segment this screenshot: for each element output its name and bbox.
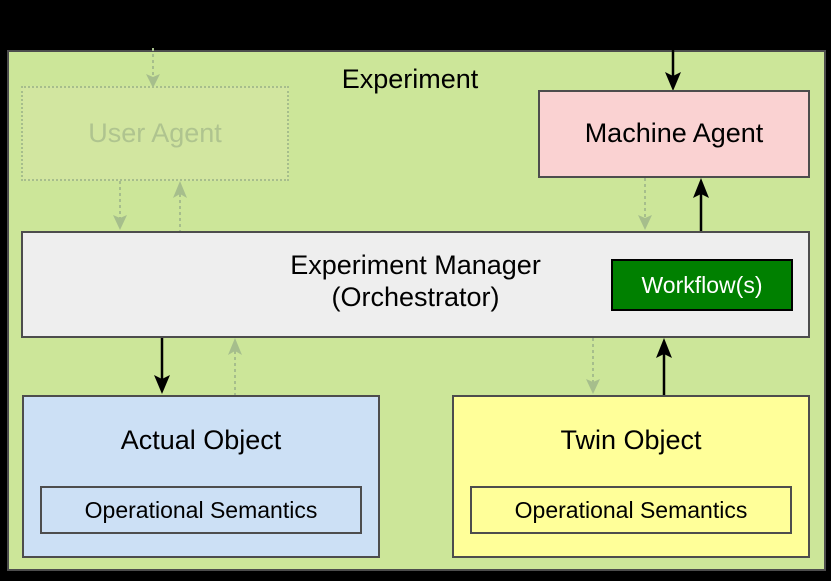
experiment-manager-label: Experiment Manager (Orchestrator) (290, 250, 541, 312)
connector-external-to-user-agent (138, 48, 168, 92)
twin-object-operational-semantics[interactable]: Operational Semantics (470, 486, 792, 534)
actual-object-label: Actual Object (120, 425, 282, 455)
connector-experiment-manager-to-twin-object (578, 338, 608, 397)
node-actual-object[interactable]: Actual Object Operational Semantics (22, 395, 380, 558)
connector-external-to-machine-agent (658, 8, 688, 94)
machine-agent-label: Machine Agent (584, 118, 764, 149)
connector-experiment-manager-to-machine-agent (630, 178, 660, 233)
connector-twin-object-to-experiment-manager (649, 336, 679, 397)
node-machine-agent[interactable]: Machine Agent (538, 90, 810, 178)
twin-object-label: Twin Object (560, 425, 702, 455)
connector-user-agent-to-experiment-manager (105, 181, 135, 233)
connector-experiment-manager-to-actual-object (147, 338, 177, 397)
user-agent-label: User Agent (88, 117, 222, 148)
node-user-agent[interactable]: User Agent (21, 86, 289, 181)
twin-object-operational-semantics-label: Operational Semantics (514, 496, 748, 523)
connector-actual-object-to-experiment-manager (220, 336, 250, 397)
workflows-label: Workflow(s) (641, 271, 763, 298)
node-twin-object[interactable]: Twin Object Operational Semantics (452, 395, 810, 558)
experiment-title: Experiment (341, 64, 479, 94)
connector-experiment-manager-to-user-agent (165, 179, 195, 233)
node-workflows[interactable]: Workflow(s) (611, 259, 793, 311)
actual-object-operational-semantics[interactable]: Operational Semantics (40, 486, 362, 534)
actual-object-operational-semantics-label: Operational Semantics (84, 496, 318, 523)
connector-machine-agent-to-experiment-manager (686, 176, 716, 233)
